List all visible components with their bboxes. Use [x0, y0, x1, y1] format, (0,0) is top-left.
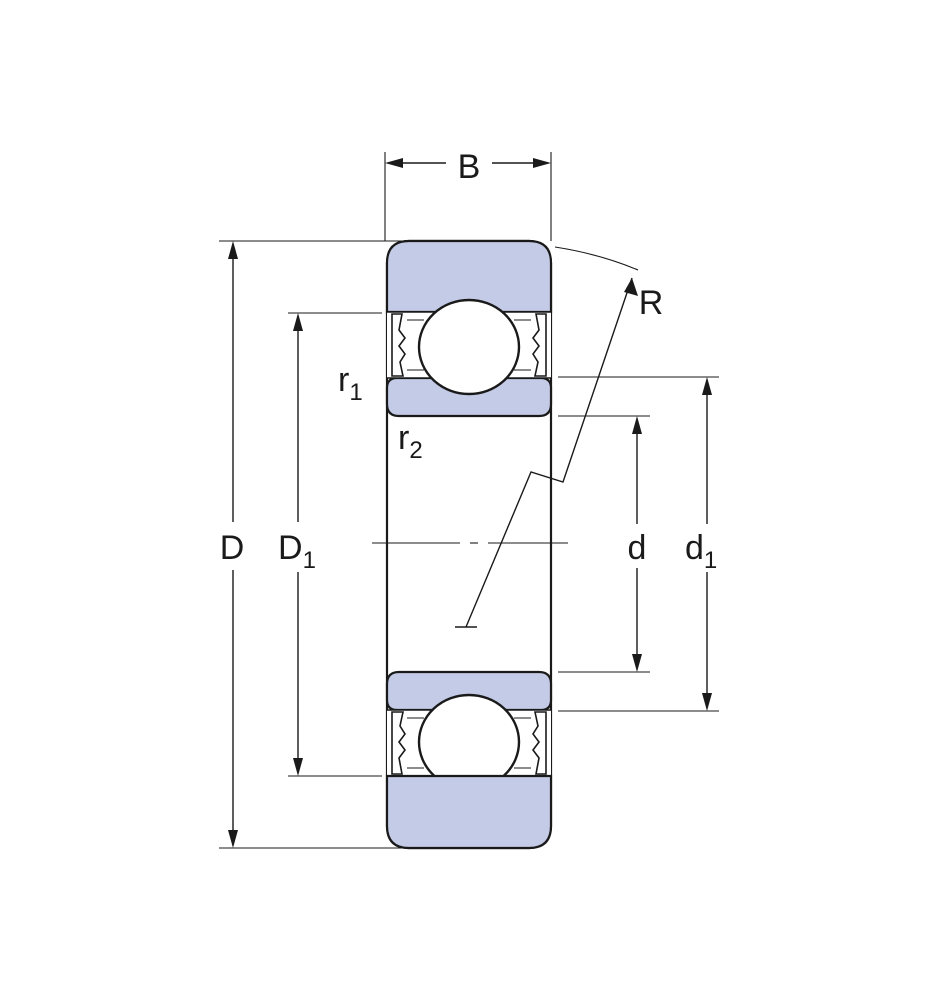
dimension-R — [455, 246, 639, 628]
label-R: R — [639, 284, 664, 322]
shield-bottom-right — [532, 711, 547, 775]
label-r2: r2 — [398, 419, 423, 464]
label-r1: r1 — [338, 361, 363, 406]
dimension-B — [384, 152, 552, 241]
label-D: D — [220, 529, 245, 567]
label-d1: d1 — [685, 529, 717, 574]
dimension-D — [219, 240, 420, 849]
bearing-section — [385, 239, 553, 850]
label-D1: D1 — [278, 529, 316, 574]
shield-top-right — [532, 313, 547, 377]
shield-bottom-left — [391, 711, 406, 775]
ball-top — [417, 298, 521, 396]
shield-top-left — [391, 313, 406, 377]
dimension-d — [558, 415, 650, 673]
inner-ring-top — [385, 376, 553, 418]
outer-ring-bottom — [385, 774, 553, 850]
label-d: d — [628, 529, 647, 567]
dimension-d1 — [558, 376, 719, 712]
label-B: B — [458, 148, 481, 186]
dimension-D1 — [288, 312, 382, 777]
